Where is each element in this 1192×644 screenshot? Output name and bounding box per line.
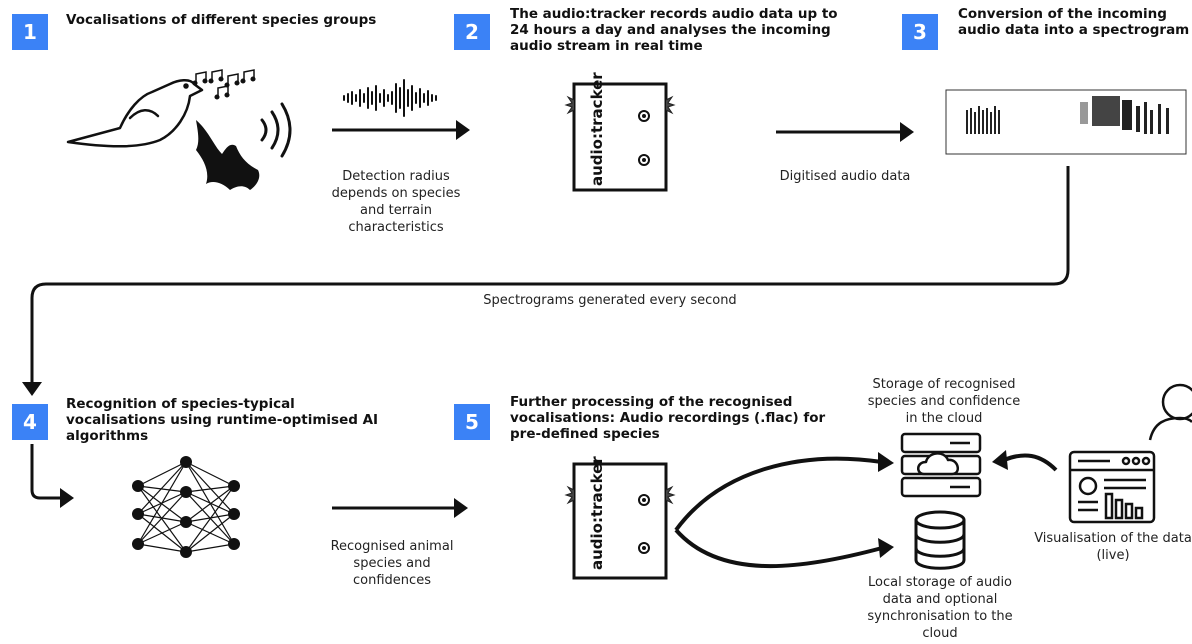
arrow-visualisation (1003, 453, 1058, 472)
neural-network-icon (132, 456, 240, 558)
caption-local-storage: Local storage of audio data and optional… (867, 575, 1013, 641)
bat-icon (196, 120, 260, 190)
device-label-top: audio:tracker (588, 72, 606, 186)
step-2-badge: 2 (454, 14, 490, 50)
waveform-icon (343, 79, 437, 117)
caption-visualisation: Visualisation of the data (live) (1034, 531, 1192, 563)
arrow-to-network (30, 444, 62, 500)
caption-cloud-storage: Storage of recognised species and confid… (867, 377, 1021, 426)
caption-recognised: Recognised animal species and confidence… (330, 539, 454, 588)
caption-spectrograms: Spectrograms generated every second (483, 293, 737, 308)
cloud-server-icon (900, 432, 982, 498)
arrow-to-local (674, 528, 883, 568)
database-icon (914, 510, 966, 570)
bird-icon (66, 79, 204, 148)
device-label-bottom: audio:tracker (588, 456, 606, 570)
audio-tracker-device-bottom: audio:tracker (564, 456, 676, 580)
step-3-title: Conversion of the incoming audio data in… (958, 6, 1190, 38)
arrow-to-cloud (674, 456, 883, 532)
spectrogram-image (945, 89, 1187, 155)
caption-digitised: Digitised audio data (779, 169, 911, 184)
dashboard-icon (1068, 450, 1156, 524)
caption-detection-radius: Detection radius depends on species and … (331, 169, 461, 235)
audio-tracker-device-top: audio:tracker (564, 72, 676, 192)
step-1-badge: 1 (12, 14, 48, 50)
user-icon (1148, 383, 1192, 441)
step-3-badge: 3 (902, 14, 938, 50)
step-4-title: Recognition of species-typical vocalisat… (66, 396, 379, 444)
step-5-title: Further processing of the recognised voc… (510, 394, 826, 442)
step-4-badge: 4 (12, 404, 48, 440)
music-notes-icon (192, 69, 256, 100)
step-1-title: Vocalisations of different species group… (66, 12, 377, 28)
arrow-spectrograms (30, 166, 1070, 384)
step-2-title: The audio:tracker records audio data up … (510, 6, 838, 54)
sound-waves-icon (260, 102, 292, 158)
step-5-badge: 5 (454, 404, 490, 440)
